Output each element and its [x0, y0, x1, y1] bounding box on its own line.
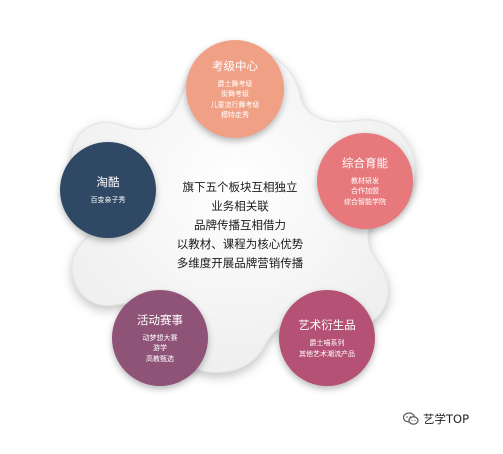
node-item: 爵士喵系列 [309, 339, 345, 347]
node-kaoji: 考级中心 爵士舞考级 街舞考级 儿童流行舞考级 模特走秀 [186, 40, 284, 138]
node-item: 其他艺术潮流产品 [299, 349, 355, 358]
node-item: 街舞考级 [221, 90, 249, 98]
node-item: 综合智能学院 [344, 197, 386, 206]
node-item: 高教甄选 [146, 354, 174, 363]
node-huodong: 活动赛事 动梦想大赛 游学 高教甄选 [112, 290, 208, 386]
node-item: 游学 [153, 344, 167, 353]
node-item: 儿童流行舞考级 [210, 100, 260, 109]
node-title: 综合育能 [342, 155, 388, 170]
node-title: 活动赛事 [137, 312, 183, 327]
wechat-icon [403, 412, 419, 425]
center-line: 品牌传播互相借力 [194, 218, 286, 232]
node-taoku: 淘酷 百变亲子秀 [60, 142, 156, 238]
node-item: 爵士舞考级 [217, 79, 253, 88]
watermark: 艺学TOP [403, 411, 469, 427]
center-line: 以教材、课程为核心优势 [176, 237, 304, 251]
center-line: 旗下五个板块互相独立 [182, 180, 298, 194]
node-title: 淘酷 [96, 175, 120, 190]
center-line: 业务相关联 [211, 199, 269, 213]
node-zonghe: 综合育能 教材研发 合作加盟 综合智能学院 [317, 133, 413, 229]
watermark-text: 艺学TOP [423, 412, 470, 426]
node-title: 艺术衍生品 [298, 318, 356, 332]
node-yishu: 艺术衍生品 爵士喵系列 其他艺术潮流产品 [279, 290, 375, 386]
node-item: 模特走秀 [221, 111, 249, 119]
node-item: 百变亲子秀 [90, 196, 126, 205]
center-line: 多维度开展品牌营销传播 [176, 256, 304, 270]
center-summary: 旗下五个板块互相独立 业务相关联 品牌传播互相借力 以教材、课程为核心优势 多维… [165, 178, 315, 273]
node-item: 合作加盟 [351, 187, 379, 196]
node-title: 考级中心 [212, 58, 258, 73]
node-item: 教材研发 [351, 176, 379, 185]
node-item: 动梦想大赛 [142, 333, 178, 342]
